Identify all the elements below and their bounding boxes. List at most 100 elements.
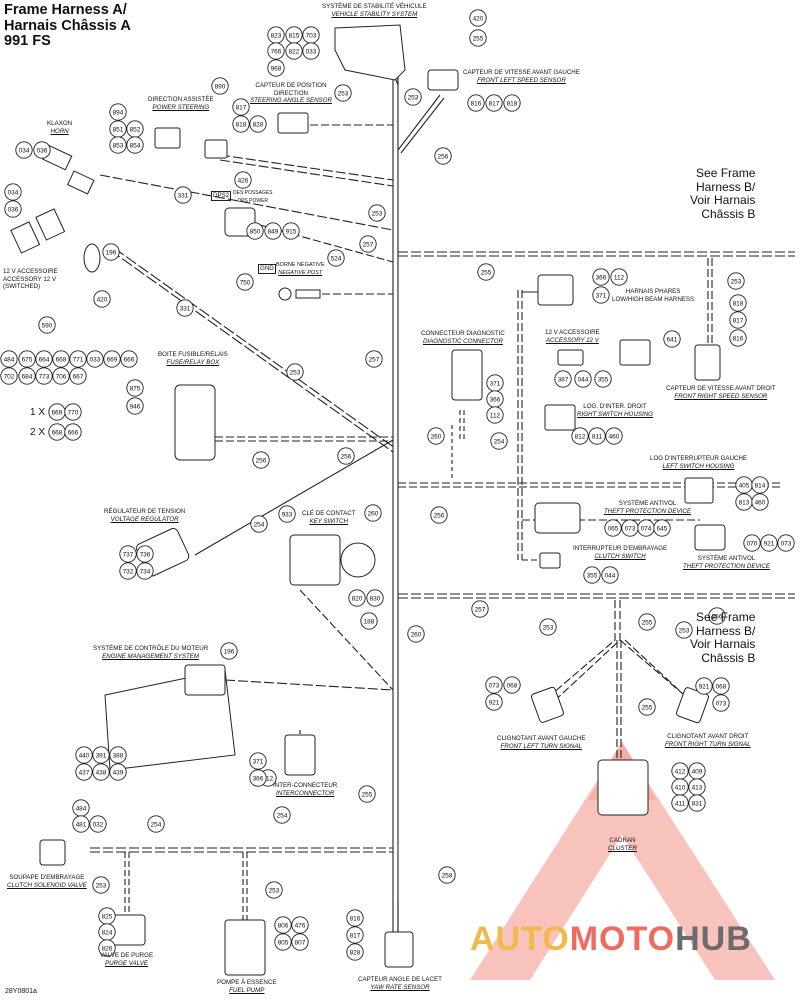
callout-number: 817 bbox=[350, 932, 361, 939]
callout-circle bbox=[282, 222, 300, 240]
callout-circle bbox=[75, 746, 93, 764]
callout-number: 933 bbox=[282, 511, 293, 518]
multiplier-1x: 1 X bbox=[30, 407, 46, 418]
callout-number: 412 bbox=[675, 768, 686, 775]
callout-355: 355 bbox=[583, 566, 601, 584]
callout-371: 371 bbox=[249, 752, 267, 770]
callout-818: 818 bbox=[729, 294, 747, 312]
callout-circle bbox=[503, 94, 521, 112]
callout-circle bbox=[471, 600, 489, 618]
callout-032: 032 bbox=[89, 815, 107, 833]
callout-476: 476 bbox=[291, 916, 309, 934]
callout-circle bbox=[278, 505, 296, 523]
callout-number: 703 bbox=[306, 32, 317, 39]
callout-circle bbox=[103, 350, 121, 368]
callout-253: 253 bbox=[334, 84, 352, 102]
branch-horn bbox=[99, 174, 394, 231]
callout-771: 771 bbox=[69, 350, 87, 368]
turn-fl-connector bbox=[530, 686, 565, 723]
callout-811: 811 bbox=[588, 427, 606, 445]
callout-253: 253 bbox=[539, 618, 557, 636]
callout-number: 771 bbox=[73, 356, 84, 363]
callout-number: 033 bbox=[306, 48, 317, 55]
callout-circle bbox=[92, 763, 110, 781]
callout-number: 256 bbox=[712, 613, 723, 620]
callout-circle bbox=[69, 350, 87, 368]
callout-number: 068 bbox=[507, 682, 518, 689]
callout-circle bbox=[675, 621, 693, 639]
callout-388: 388 bbox=[109, 746, 127, 764]
callout-number: 439 bbox=[113, 769, 124, 776]
callout-number: 034 bbox=[8, 189, 19, 196]
callout-669: 669 bbox=[48, 403, 66, 421]
callout-circle bbox=[249, 769, 267, 787]
branch-to-harness-b-bottom bbox=[398, 593, 795, 599]
callout-070: 070 bbox=[743, 534, 761, 552]
callout-circle bbox=[285, 42, 303, 60]
callout-circle bbox=[469, 9, 487, 27]
callout-circle bbox=[75, 763, 93, 781]
callout-circle bbox=[695, 677, 713, 695]
callout-circle bbox=[601, 566, 619, 584]
callout-circle bbox=[751, 476, 769, 494]
power-steering-connector bbox=[154, 127, 181, 149]
callout-number: 070 bbox=[747, 540, 758, 547]
callout-number: 254 bbox=[277, 812, 288, 819]
callout-circle bbox=[438, 866, 456, 884]
callout-033: 033 bbox=[302, 42, 320, 60]
branch-fusebox bbox=[215, 436, 393, 442]
callout-number: 946 bbox=[130, 403, 141, 410]
callout-number: 667 bbox=[73, 373, 84, 380]
speed-fr-connector bbox=[694, 344, 721, 381]
callout-circle bbox=[109, 763, 127, 781]
callout-number: 816 bbox=[471, 100, 482, 107]
label-gnd: GND bbox=[258, 264, 276, 274]
title-line-1: Frame Harness A/ bbox=[4, 2, 127, 18]
callout-668: 668 bbox=[52, 350, 70, 368]
callout-766: 766 bbox=[267, 42, 285, 60]
branch-purge bbox=[124, 852, 130, 915]
see-line-1: See Frame bbox=[696, 166, 756, 180]
callout-circle bbox=[35, 350, 53, 368]
callout-number: 420 bbox=[473, 15, 484, 22]
callout-852: 852 bbox=[126, 120, 144, 138]
callout-number: 817 bbox=[236, 104, 247, 111]
steering-angle-connector bbox=[277, 112, 309, 134]
callout-257: 257 bbox=[365, 350, 383, 368]
callout-number: 668 bbox=[56, 356, 67, 363]
callout-circle bbox=[751, 493, 769, 511]
callout-675: 675 bbox=[18, 350, 36, 368]
callout-890: 890 bbox=[211, 77, 229, 95]
callout-number: 032 bbox=[93, 821, 104, 828]
callout-circle bbox=[712, 677, 730, 695]
ems-connector bbox=[184, 664, 226, 696]
callout-816: 816 bbox=[346, 909, 364, 927]
callout-number: 823 bbox=[271, 32, 282, 39]
callout-188: 188 bbox=[360, 612, 378, 630]
callout-circle bbox=[274, 933, 292, 951]
callout-number: 371 bbox=[253, 758, 264, 765]
callout-391: 391 bbox=[92, 746, 110, 764]
callout-circle bbox=[302, 42, 320, 60]
callout-number: 828 bbox=[253, 121, 264, 128]
callout-circle bbox=[485, 94, 503, 112]
callout-circle bbox=[136, 562, 154, 580]
callout-number: 524 bbox=[331, 255, 342, 262]
callout-number: 921 bbox=[764, 540, 775, 547]
callout-590: 590 bbox=[38, 316, 56, 334]
callout-849: 849 bbox=[264, 222, 282, 240]
callout-number: 818 bbox=[236, 121, 247, 128]
power-steering-plug bbox=[204, 139, 228, 159]
callout-circle bbox=[574, 370, 592, 388]
callout-circle bbox=[211, 77, 229, 95]
callout-number: 460 bbox=[609, 433, 620, 440]
callout-circle bbox=[4, 200, 22, 218]
callout-256: 256 bbox=[252, 451, 270, 469]
callout-number: 073 bbox=[489, 682, 500, 689]
callout-number: 820 bbox=[352, 595, 363, 602]
